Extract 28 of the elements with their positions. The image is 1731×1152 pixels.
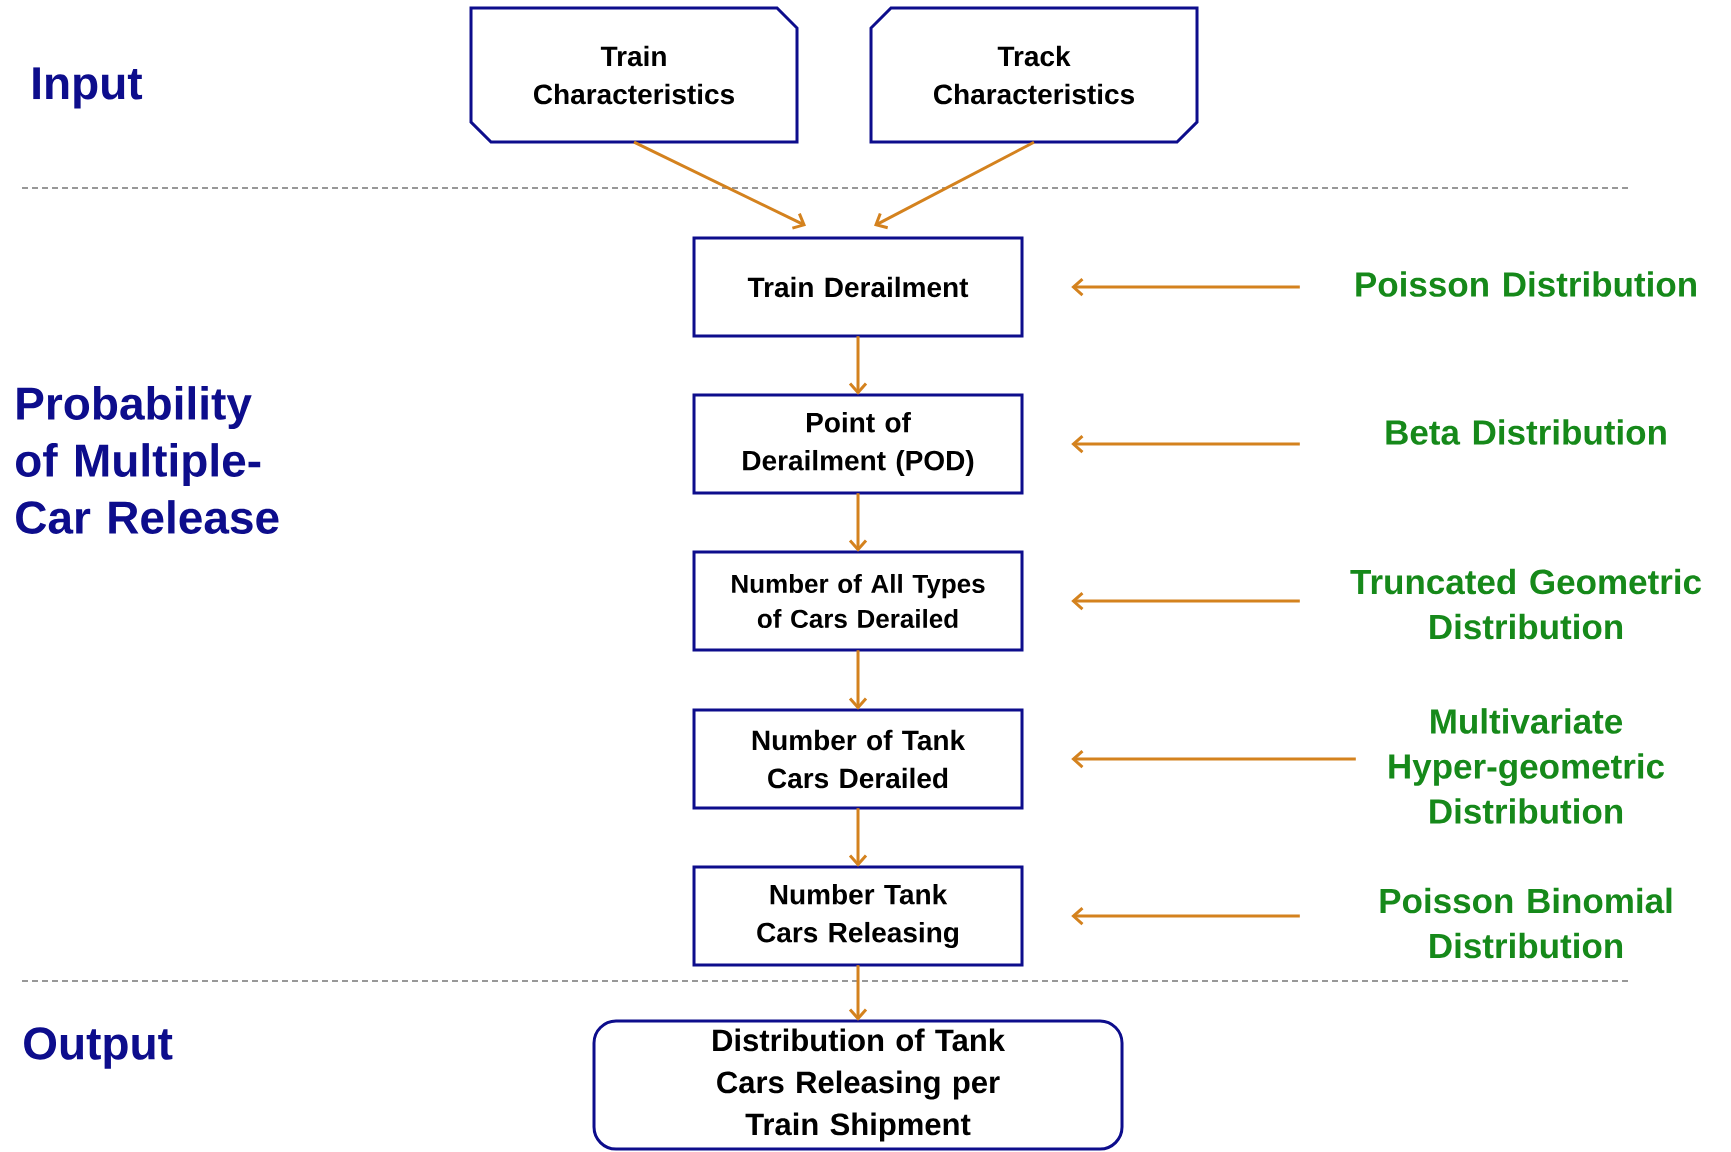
section-label: Probability of Multiple-Car Release	[16, 386, 279, 534]
process-box: Number Tank Cars Releasing	[692, 865, 1024, 967]
process-box: Number of Tank Cars Derailed	[692, 708, 1024, 810]
arrow	[848, 336, 868, 395]
input-box: Track Characteristics	[869, 6, 1199, 144]
output-box: Distribution of Tank Cars Releasing per Train Shipment	[592, 1019, 1124, 1151]
arrow	[848, 493, 868, 552]
distribution-label: Beta Distribution	[1386, 419, 1666, 445]
process-box: Number of All Types of Cars Derailed	[692, 550, 1024, 652]
arrow	[1071, 434, 1300, 454]
distribution-label: Multivariate Hyper-geometric Distribution	[1389, 708, 1665, 824]
arrow	[874, 140, 1035, 230]
distribution-label: Poisson Distribution	[1356, 271, 1696, 297]
arrow	[1071, 591, 1300, 611]
process-box: Train Derailment	[692, 236, 1024, 338]
distribution-label: Truncated Geometric Distribution	[1350, 568, 1701, 640]
process-box: Point of Derailment (POD)	[692, 393, 1024, 495]
arrow	[848, 650, 868, 710]
arrow	[1071, 277, 1300, 297]
arrow	[1071, 749, 1356, 769]
arrow	[848, 965, 868, 1021]
arrow	[848, 808, 868, 867]
input-box: Train Characteristics	[469, 6, 799, 144]
arrow	[633, 140, 806, 230]
section-label: Output	[24, 1027, 173, 1069]
distribution-label: Poisson Binomial Distribution	[1380, 887, 1672, 959]
section-label: Input	[33, 67, 143, 109]
arrow	[1071, 906, 1300, 926]
